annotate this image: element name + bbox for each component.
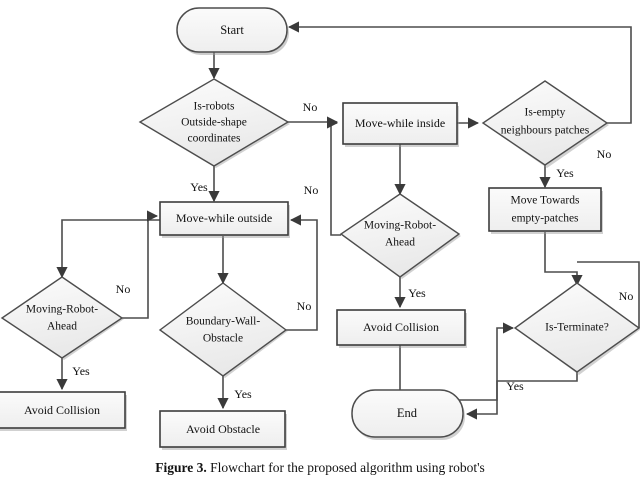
movetowards-label-line1: Move Towards (511, 195, 580, 207)
isrobots-shape (138, 78, 290, 167)
boundary-shape (158, 282, 288, 377)
avoidobstacle-label: Avoid Obstacle (186, 422, 260, 436)
edge-boundary-no-loop (286, 214, 318, 331)
edge-label-left-ahead-yes: Yes (72, 364, 90, 378)
node-boundary-wall-obstacle[interactable]: Boundary-Wall- Obstacle (158, 282, 288, 378)
mrahead-left-label-line2: Ahead (47, 321, 77, 333)
figure-caption-label: Figure 3. (155, 460, 207, 475)
node-is-empty-neighbours[interactable]: Is-empty neighbours patches (481, 80, 609, 168)
edge-isterminate-yes-to-end (465, 372, 578, 420)
isterminate-shape (513, 282, 640, 373)
mrahead-left-shape (0, 276, 124, 359)
movewhileoutside-label: Move-while outside (176, 211, 272, 225)
isempty-shape (481, 80, 609, 166)
edge-label-mid-ahead-no: No (304, 183, 319, 197)
edge-labels-layer: No Yes No Yes Yes No Yes No Yes No No Ye… (72, 100, 633, 401)
node-is-robots-outside[interactable]: Is-robots Outside-shape coordinates (138, 78, 290, 168)
edges-layer (56, 21, 640, 420)
edge-label-isrobots-yes: Yes (190, 180, 208, 194)
avoidcollision-mid-shape (336, 309, 466, 346)
edge-isterminate-no-path (577, 261, 640, 328)
mrahead-left-label-line1: Moving-Robot- (26, 304, 98, 316)
node-is-terminate[interactable]: Is-Terminate? (513, 282, 640, 375)
node-avoid-collision-mid[interactable]: Avoid Collision (336, 309, 467, 348)
edge-label-mid-ahead-yes: Yes (408, 286, 426, 300)
mrahead-mid-label-line2: Ahead (385, 237, 415, 249)
edge-label-boundary-no: No (297, 299, 312, 313)
figure-caption-text: Flowchart for the proposed algorithm usi… (206, 460, 485, 475)
node-move-while-outside[interactable]: Move-while outside (159, 201, 290, 238)
boundary-label-line2: Obstacle (203, 333, 243, 345)
movetowards-shape (488, 187, 602, 232)
movewhileoutside-shape (159, 201, 289, 236)
edge-label-left-ahead-no: No (116, 282, 131, 296)
boundary-label-line1: Boundary-Wall- (186, 316, 261, 328)
edge-label-isempty-no: No (597, 147, 612, 161)
node-moving-robot-ahead-mid[interactable]: Moving-Robot- Ahead (339, 193, 461, 279)
node-end[interactable]: End (351, 389, 465, 440)
mrahead-mid-shape (339, 193, 461, 278)
node-move-towards-empty-patches[interactable]: Move Towards empty-patches (488, 187, 603, 234)
isempty-label-line1: Is-empty (525, 107, 566, 119)
avoidcollision-left-label: Avoid Collision (24, 403, 100, 417)
node-avoid-collision-left[interactable]: Avoid Collision (0, 391, 127, 431)
edge-label-boundary-yes: Yes (234, 387, 252, 401)
movetowards-label-line2: empty-patches (511, 213, 579, 225)
node-move-while-inside[interactable]: Move-while inside (342, 102, 459, 147)
edge-left-ahead-no-loop (122, 210, 159, 319)
isempty-label-line2: neighbours patches (501, 125, 590, 137)
node-avoid-obstacle[interactable]: Avoid Obstacle (159, 410, 287, 450)
avoidcollision-mid-label: Avoid Collision (363, 320, 439, 334)
movewhileinside-label: Move-while inside (355, 116, 445, 130)
edge-label-isempty-yes: Yes (556, 166, 574, 180)
isrobots-label-line1: Is-robots (194, 101, 235, 113)
isrobots-label-line2: Outside-shape (181, 117, 247, 129)
end-shape (351, 389, 464, 438)
avoidcollision-left-shape (0, 391, 126, 429)
isrobots-label-line3: coordinates (187, 133, 241, 145)
edge-mid-ahead-no-loop (326, 117, 341, 236)
edge-label-isterminate-no: No (619, 289, 634, 303)
figure-caption: Figure 3. Flowchart for the proposed alg… (0, 460, 640, 476)
edge-movetowards-to-isterminate (544, 232, 583, 287)
edge-isempty-no-to-start (287, 21, 632, 124)
isterminate-label: Is-Terminate? (545, 322, 609, 334)
movewhileinside-shape (342, 102, 458, 145)
start-label: Start (220, 23, 244, 37)
start-shape (176, 7, 288, 53)
edge-label-isterminate-yes: Yes (506, 379, 524, 393)
node-moving-robot-ahead-left[interactable]: Moving-Robot- Ahead (0, 276, 124, 360)
end-label: End (397, 406, 418, 420)
edge-movewhileoutside-to-movingrobotahead-left (56, 219, 160, 279)
node-start[interactable]: Start (176, 7, 289, 55)
avoidobstacle-shape (159, 410, 286, 448)
edge-label-isrobots-no: No (303, 100, 318, 114)
mrahead-mid-label-line1: Moving-Robot- (364, 220, 436, 232)
